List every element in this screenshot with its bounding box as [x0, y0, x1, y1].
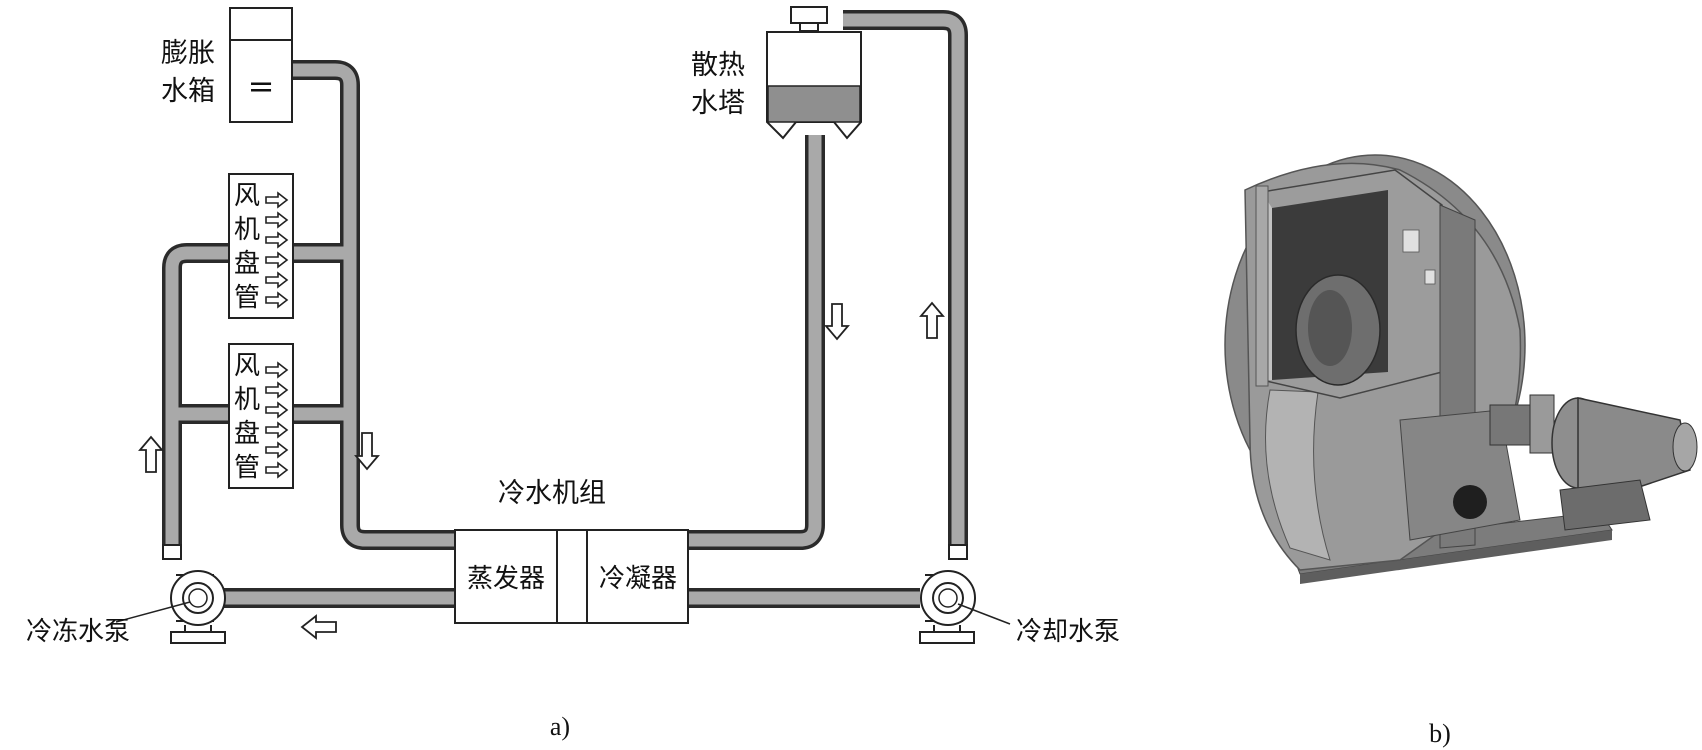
expansion-tank-label-line1: 膨胀 [161, 38, 215, 69]
expansion-tank: = 膨胀 水箱 [161, 7, 293, 123]
airflow-arrows-1 [265, 191, 289, 309]
fan-coil-unit-1: 风 机 盘 管 [228, 173, 294, 319]
evaporator-label: 蒸发器 [467, 564, 545, 594]
down-arrow [354, 432, 380, 471]
fan-coil-2-char-3: 盘 [234, 419, 260, 449]
condenser-label: 冷凝器 [599, 564, 677, 594]
caption-b: b) [1429, 719, 1451, 748]
fan-coil-2-char-2: 机 [234, 385, 260, 415]
cooling-tower-label-line1: 散热 [691, 50, 745, 81]
cooling-water-pump: 冷却水泵 [919, 544, 1120, 647]
fan-coil-1-char-3: 盘 [234, 249, 260, 279]
caption-a: a) [550, 712, 570, 741]
fan-coil-unit-2: 风 机 盘 管 [228, 343, 294, 489]
up-arrow [138, 435, 164, 473]
left-arrow [300, 614, 337, 640]
photo-b: b) [1224, 154, 1698, 748]
up-arrow [919, 301, 945, 339]
cooling-tower-label-line2: 水塔 [691, 88, 745, 119]
fan-coil-2-char-1: 风 [234, 351, 260, 381]
diagram-a: = 膨胀 水箱 风 机 盘 管 风 机 盘 管 [26, 6, 1120, 741]
fan-coil-1-char-2: 机 [234, 215, 260, 245]
fan-coil-2-char-4: 管 [234, 453, 260, 483]
chilled-water-pump: 冷冻水泵 [26, 544, 226, 647]
chiller-unit: 冷水机组 蒸发器 冷凝器 [454, 478, 689, 624]
pipes-fill [165, 13, 965, 605]
cooling-water-pump-label: 冷却水泵 [1016, 617, 1120, 647]
airflow-arrows-2 [265, 361, 289, 479]
chiller-unit-title: 冷水机组 [498, 478, 606, 509]
centrifugal-fan-photo [1224, 154, 1698, 584]
flow-arrows [138, 301, 945, 640]
fan-coil-1-char-1: 风 [234, 181, 260, 211]
fan-coil-1-char-4: 管 [234, 283, 260, 313]
chilled-water-pump-label: 冷冻水泵 [26, 617, 130, 647]
expansion-tank-label-line2: 水箱 [161, 76, 215, 107]
down-arrow [824, 303, 850, 341]
expansion-tank-symbol: = [248, 67, 275, 105]
cooling-tower: 散热 水塔 [691, 6, 862, 140]
